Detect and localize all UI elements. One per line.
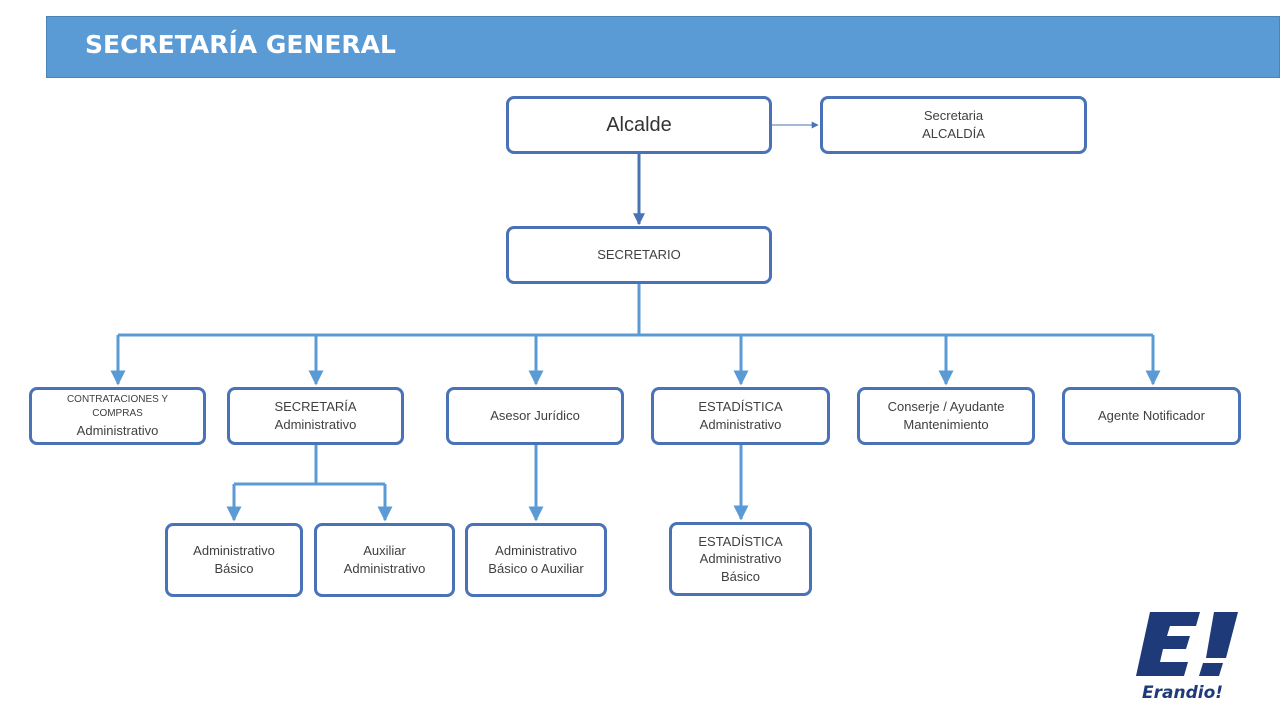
node-administrativo-basico-auxiliar-line1: Administrativo — [495, 543, 577, 559]
node-auxiliar-administrativo-line2: Administrativo — [343, 561, 426, 576]
node-conserje-line1: Conserje / Ayudante — [887, 399, 1005, 415]
node-secretaria-line2: Administrativo — [274, 417, 357, 432]
node-contrataciones: CONTRATACIONES Y COMPRAS Administrativo — [29, 387, 206, 445]
node-contrataciones-line2: COMPRAS — [92, 408, 143, 420]
node-administrativo-basico-auxiliar-line2: Básico o Auxiliar — [488, 561, 584, 576]
node-estadistica-line1: ESTADÍSTICA — [698, 399, 783, 415]
node-auxiliar-administrativo-line1: Auxiliar — [363, 543, 406, 559]
node-secretario-label: SECRETARIO — [597, 247, 681, 263]
logo-e-shape — [1136, 612, 1200, 676]
node-contrataciones-line3: Administrativo — [76, 422, 159, 438]
node-estadistica-basico-line3: Básico — [720, 568, 761, 584]
logo-exclamation-dot — [1199, 663, 1223, 676]
node-conserje: Conserje / Ayudante Mantenimiento — [857, 387, 1035, 445]
logo-exclamation-bar — [1206, 612, 1238, 658]
node-administrativo-basico-line1: Administrativo — [193, 543, 275, 559]
node-secretaria: SECRETARÍA Administrativo — [227, 387, 404, 445]
node-estadistica-line2: Administrativo — [699, 417, 782, 432]
node-alcalde: Alcalde — [506, 96, 772, 154]
svg-text:Erandio!: Erandio! — [1142, 683, 1223, 702]
node-asesor-juridico: Asesor Jurídico — [446, 387, 624, 445]
node-estadistica-basico-line1: ESTADÍSTICA — [698, 533, 783, 549]
node-agente-notificador: Agente Notificador — [1062, 387, 1241, 445]
node-auxiliar-administrativo: Auxiliar Administrativo — [314, 523, 455, 597]
node-secretaria-alcaldia-line2: ALCALDÍA — [922, 126, 985, 141]
node-administrativo-basico-line2: Básico — [214, 561, 254, 576]
node-conserje-line2: Mantenimiento — [903, 417, 989, 432]
node-secretaria-alcaldia: Secretaria ALCALDÍA — [820, 96, 1087, 154]
page-title: SECRETARÍA GENERAL — [85, 30, 396, 59]
logo-wordmark — [1136, 682, 1226, 700]
node-administrativo-basico-auxiliar: Administrativo Básico o Auxiliar — [465, 523, 607, 597]
node-administrativo-basico: Administrativo Básico — [165, 523, 303, 597]
node-asesor-juridico-label: Asesor Jurídico — [490, 408, 580, 424]
node-secretaria-alcaldia-line1: Secretaria — [923, 108, 984, 124]
node-estadistica-basico-line2: Administrativo — [699, 551, 782, 567]
node-secretario: SECRETARIO — [506, 226, 772, 284]
node-contrataciones-line1: CONTRATACIONES Y — [66, 393, 169, 405]
node-agente-notificador-label: Agente Notificador — [1098, 408, 1205, 424]
node-alcalde-label: Alcalde — [606, 113, 672, 136]
node-secretaria-line1: SECRETARÍA — [274, 399, 357, 415]
erandio-logo: Erandio! — [1136, 612, 1238, 702]
header-band: SECRETARÍA GENERAL — [46, 16, 1280, 78]
node-estadistica-basico: ESTADÍSTICA Administrativo Básico — [669, 522, 812, 596]
node-estadistica: ESTADÍSTICA Administrativo — [651, 387, 830, 445]
